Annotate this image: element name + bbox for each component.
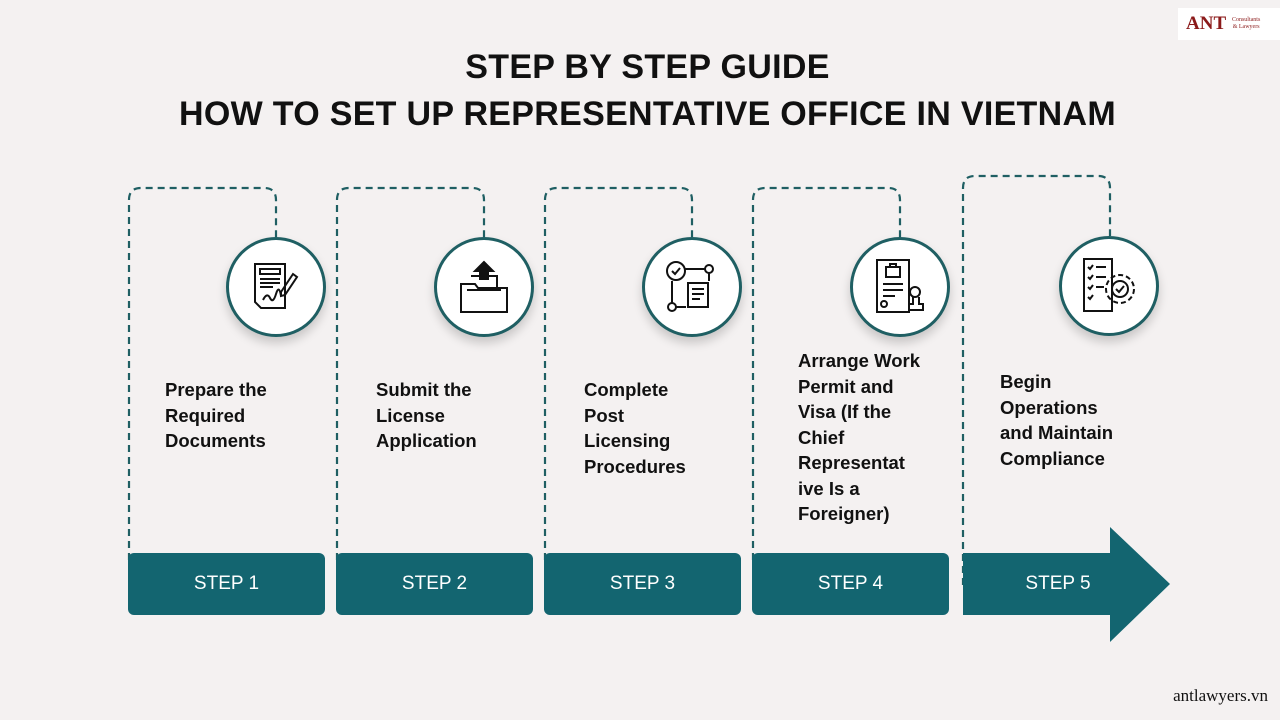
step-5-badge: STEP 5	[1025, 573, 1091, 594]
step-5-text: Begin Operations and Maintain Compliance	[1000, 371, 1114, 469]
title-line-2: HOW TO SET UP REPRESENTATIVE OFFICE IN V…	[179, 95, 1116, 133]
step-4-text: Arrange Work Permit and Visa (If the Chi…	[798, 350, 920, 524]
step-2-icon-circle	[434, 237, 534, 337]
process-documents-icon	[666, 261, 714, 312]
permit-stamp-icon	[876, 259, 924, 313]
logo: ANT Consultants & Lawyers	[1178, 8, 1280, 40]
step-2-text: Submit the License Application	[376, 379, 477, 451]
step-1-text: Prepare the Required Documents	[165, 379, 267, 451]
step-3-text: Complete Post Licensing Procedures	[584, 379, 686, 477]
step-4-badge: STEP 4	[752, 553, 949, 615]
step-3-icon-circle	[642, 237, 742, 337]
step-1-icon-circle	[226, 237, 326, 337]
checklist-gear-icon	[1083, 258, 1135, 312]
folder-upload-icon	[460, 260, 508, 313]
document-signature-icon	[254, 263, 299, 309]
step-3-badge: STEP 3	[544, 553, 741, 615]
step-1-badge: STEP 1	[128, 553, 325, 615]
step-2-badge: STEP 2	[336, 553, 533, 615]
footer-website: antlawyers.vn	[1173, 686, 1268, 705]
step-5-arrow	[963, 527, 1170, 642]
step-5-icon-circle	[1059, 236, 1159, 336]
title-line-1: STEP BY STEP GUIDE	[465, 48, 830, 86]
step-4-icon-circle	[850, 237, 950, 337]
